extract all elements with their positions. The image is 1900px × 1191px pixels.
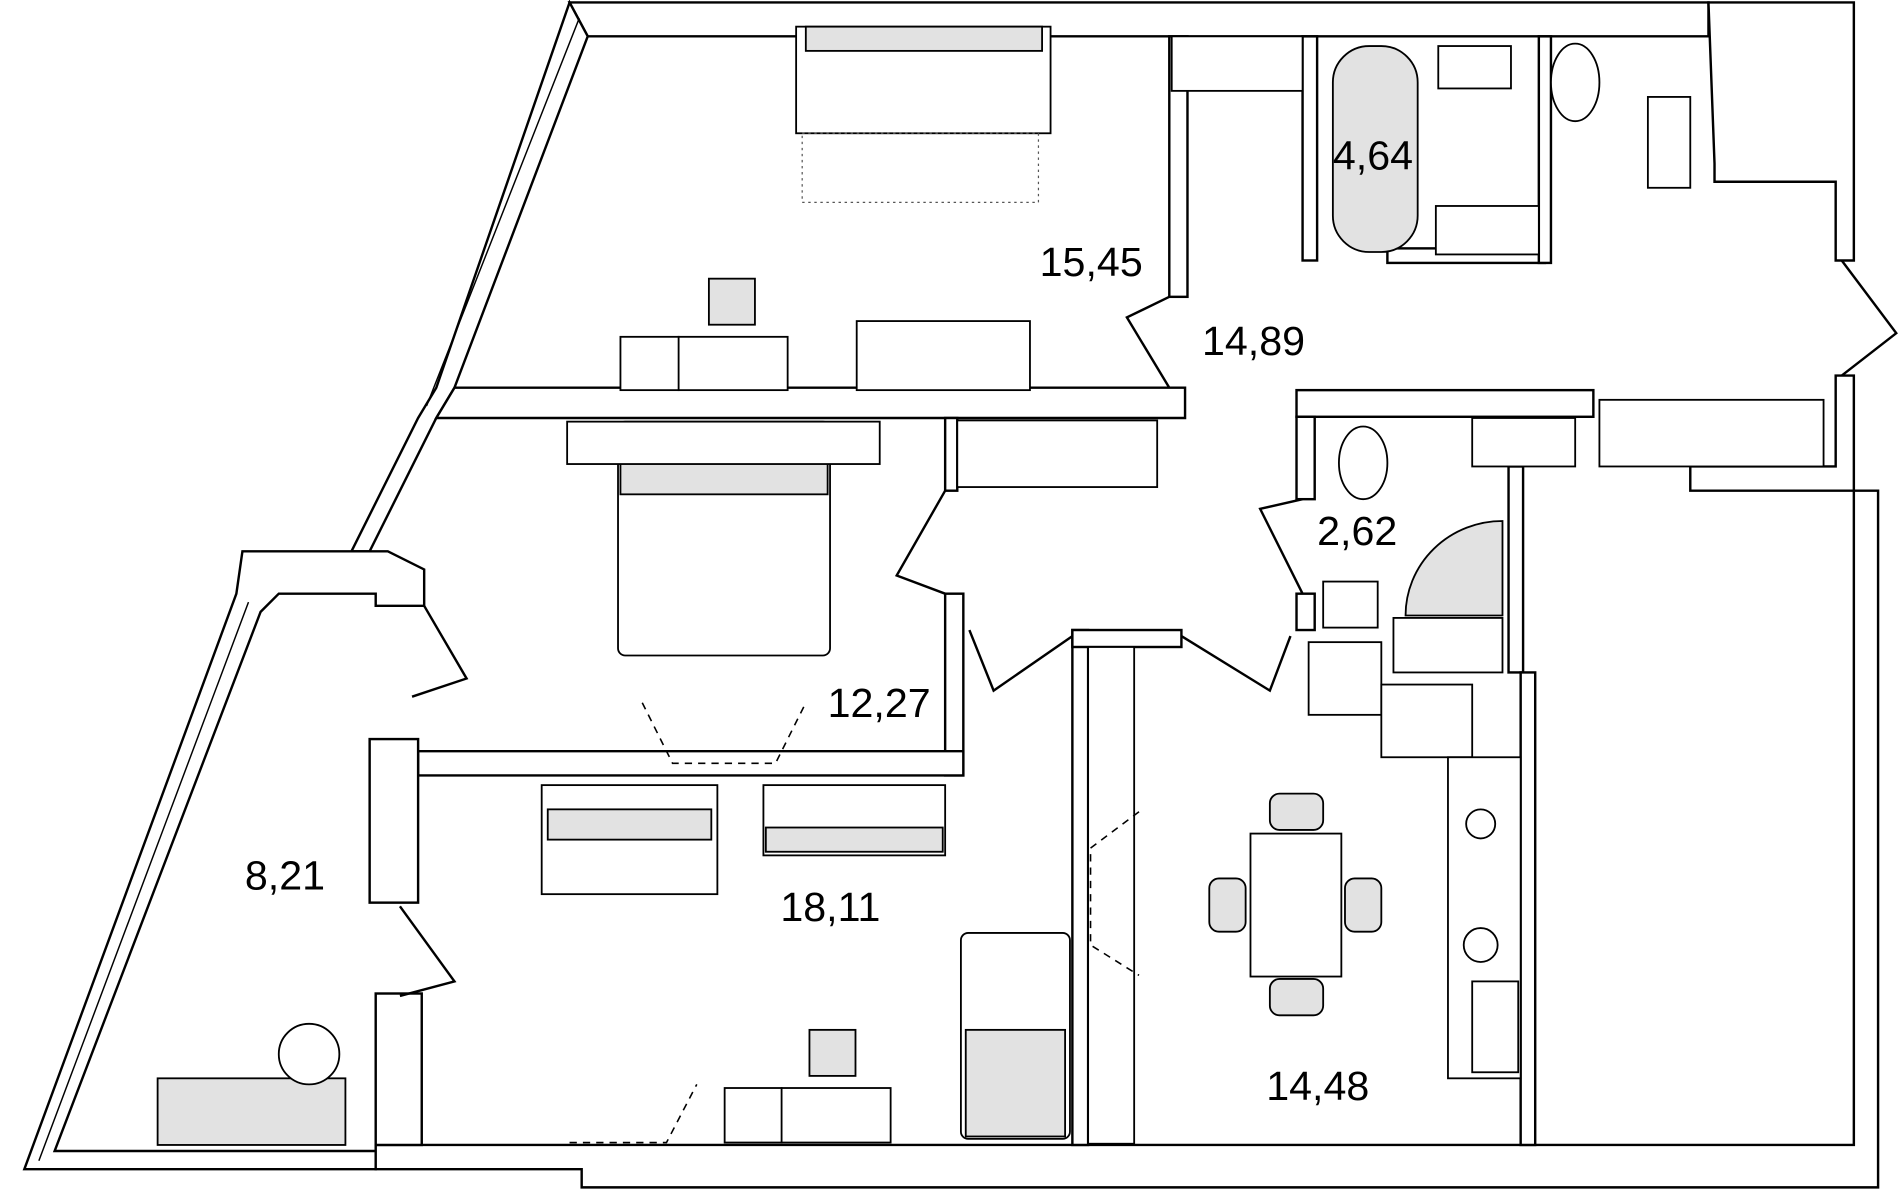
chair-top	[707, 277, 756, 326]
dining-table	[1249, 832, 1343, 978]
wc-right-wall	[1507, 465, 1525, 674]
shower	[1404, 520, 1504, 617]
room-area-kitchen: 14,48	[1266, 1063, 1369, 1109]
balcony-wall	[22, 550, 426, 1171]
balcony-divider-wall	[368, 737, 420, 904]
door-bedroom[interactable]	[894, 490, 947, 595]
balcony-glass-line	[38, 601, 250, 1161]
tv-living	[569, 1084, 698, 1144]
rug-top	[801, 132, 1040, 203]
washing-machine	[1434, 205, 1540, 256]
dining-chair-3	[1208, 877, 1247, 933]
door-balcony-bottom[interactable]	[398, 905, 457, 998]
toilet-top	[1550, 42, 1601, 123]
cabinet-right	[1646, 96, 1692, 189]
dining-chair-1	[1268, 792, 1325, 831]
wardrobe-bedroom	[956, 419, 1159, 488]
sofa-living-seat	[546, 808, 713, 841]
tv-kitchen	[1089, 811, 1140, 977]
dining-chair-4	[1344, 877, 1383, 933]
living-bedroom-wall	[434, 386, 1187, 420]
desk-top	[677, 335, 789, 392]
sofa-top-back	[804, 25, 1043, 52]
room-area-balcony: 8,21	[245, 852, 325, 898]
bath-left-wall	[1301, 35, 1319, 262]
wc-left-lower-wall	[1295, 592, 1316, 632]
wc-left-wall	[1295, 415, 1316, 501]
fridge	[1307, 641, 1383, 716]
door-kitchen[interactable]	[1180, 635, 1292, 693]
door-right[interactable]	[1840, 259, 1898, 377]
desk-bottom	[780, 1087, 892, 1144]
bath-sink	[1437, 45, 1512, 90]
kitchen-shelf	[1087, 646, 1136, 1145]
wc-washer	[1392, 617, 1504, 674]
tv-bedroom	[641, 702, 807, 765]
armchair-bed-seat	[964, 1028, 1067, 1138]
wc-cabinet	[1471, 417, 1577, 468]
shelf-top	[619, 335, 680, 392]
room-area-hall: 14,89	[1202, 318, 1305, 364]
interior-walls	[368, 35, 1595, 1147]
kitchen-sink	[1380, 683, 1474, 759]
door-balcony-top[interactable]	[411, 605, 469, 698]
room-area-living-bottom: 18,11	[780, 884, 880, 930]
top-wall	[567, 1, 1710, 38]
wc-sink	[1322, 580, 1379, 629]
kitchen-cabinet	[1471, 980, 1520, 1074]
toilet-wc	[1338, 425, 1389, 501]
room-labels: 15,45 4,64 14,89 2,62 12,27 8,21 18,11 1…	[245, 133, 1413, 1110]
hob-icon	[1462, 927, 1499, 963]
window-line	[425, 17, 580, 407]
kitchen-right-wall	[1519, 671, 1537, 1147]
chair-bottom	[808, 1028, 857, 1077]
bottom-wall	[374, 489, 1880, 1189]
right-top-wall	[1707, 1, 1856, 262]
wardrobe-right	[1598, 398, 1825, 468]
balcony-sofa	[156, 1077, 347, 1146]
wc-top-wall	[1295, 388, 1595, 419]
kitchen-divider-wall	[1071, 628, 1090, 1147]
room-area-bedroom: 12,27	[828, 680, 931, 726]
right-mid-wall	[1689, 374, 1856, 492]
doors	[398, 259, 1898, 998]
shelf-bottom	[723, 1087, 783, 1144]
door-living-bottom[interactable]	[968, 629, 1074, 693]
bathtub	[1331, 45, 1419, 253]
room-area-bathroom: 4,64	[1333, 133, 1413, 179]
tv-stand-top	[855, 320, 1031, 392]
tv-stand-living-top	[764, 826, 944, 853]
door-living[interactable]	[1125, 295, 1171, 389]
room-area-wc: 2,62	[1317, 508, 1397, 554]
bedroom-right-wall	[943, 592, 965, 777]
nightstands	[566, 420, 881, 465]
balcony-table	[277, 1022, 341, 1086]
door-wc[interactable]	[1258, 497, 1304, 595]
wardrobe-top	[1170, 35, 1304, 92]
bedroom-right-upper-wall	[943, 416, 959, 492]
room-area-living-top: 15,45	[1040, 239, 1143, 285]
dining-chair-2	[1268, 978, 1325, 1017]
balcony-divider-lower-wall	[374, 992, 423, 1147]
kitchen-top-wall	[1071, 628, 1183, 649]
oven-icon	[1465, 808, 1497, 840]
bath-right-wall	[1537, 35, 1553, 265]
furniture	[156, 25, 1825, 1146]
